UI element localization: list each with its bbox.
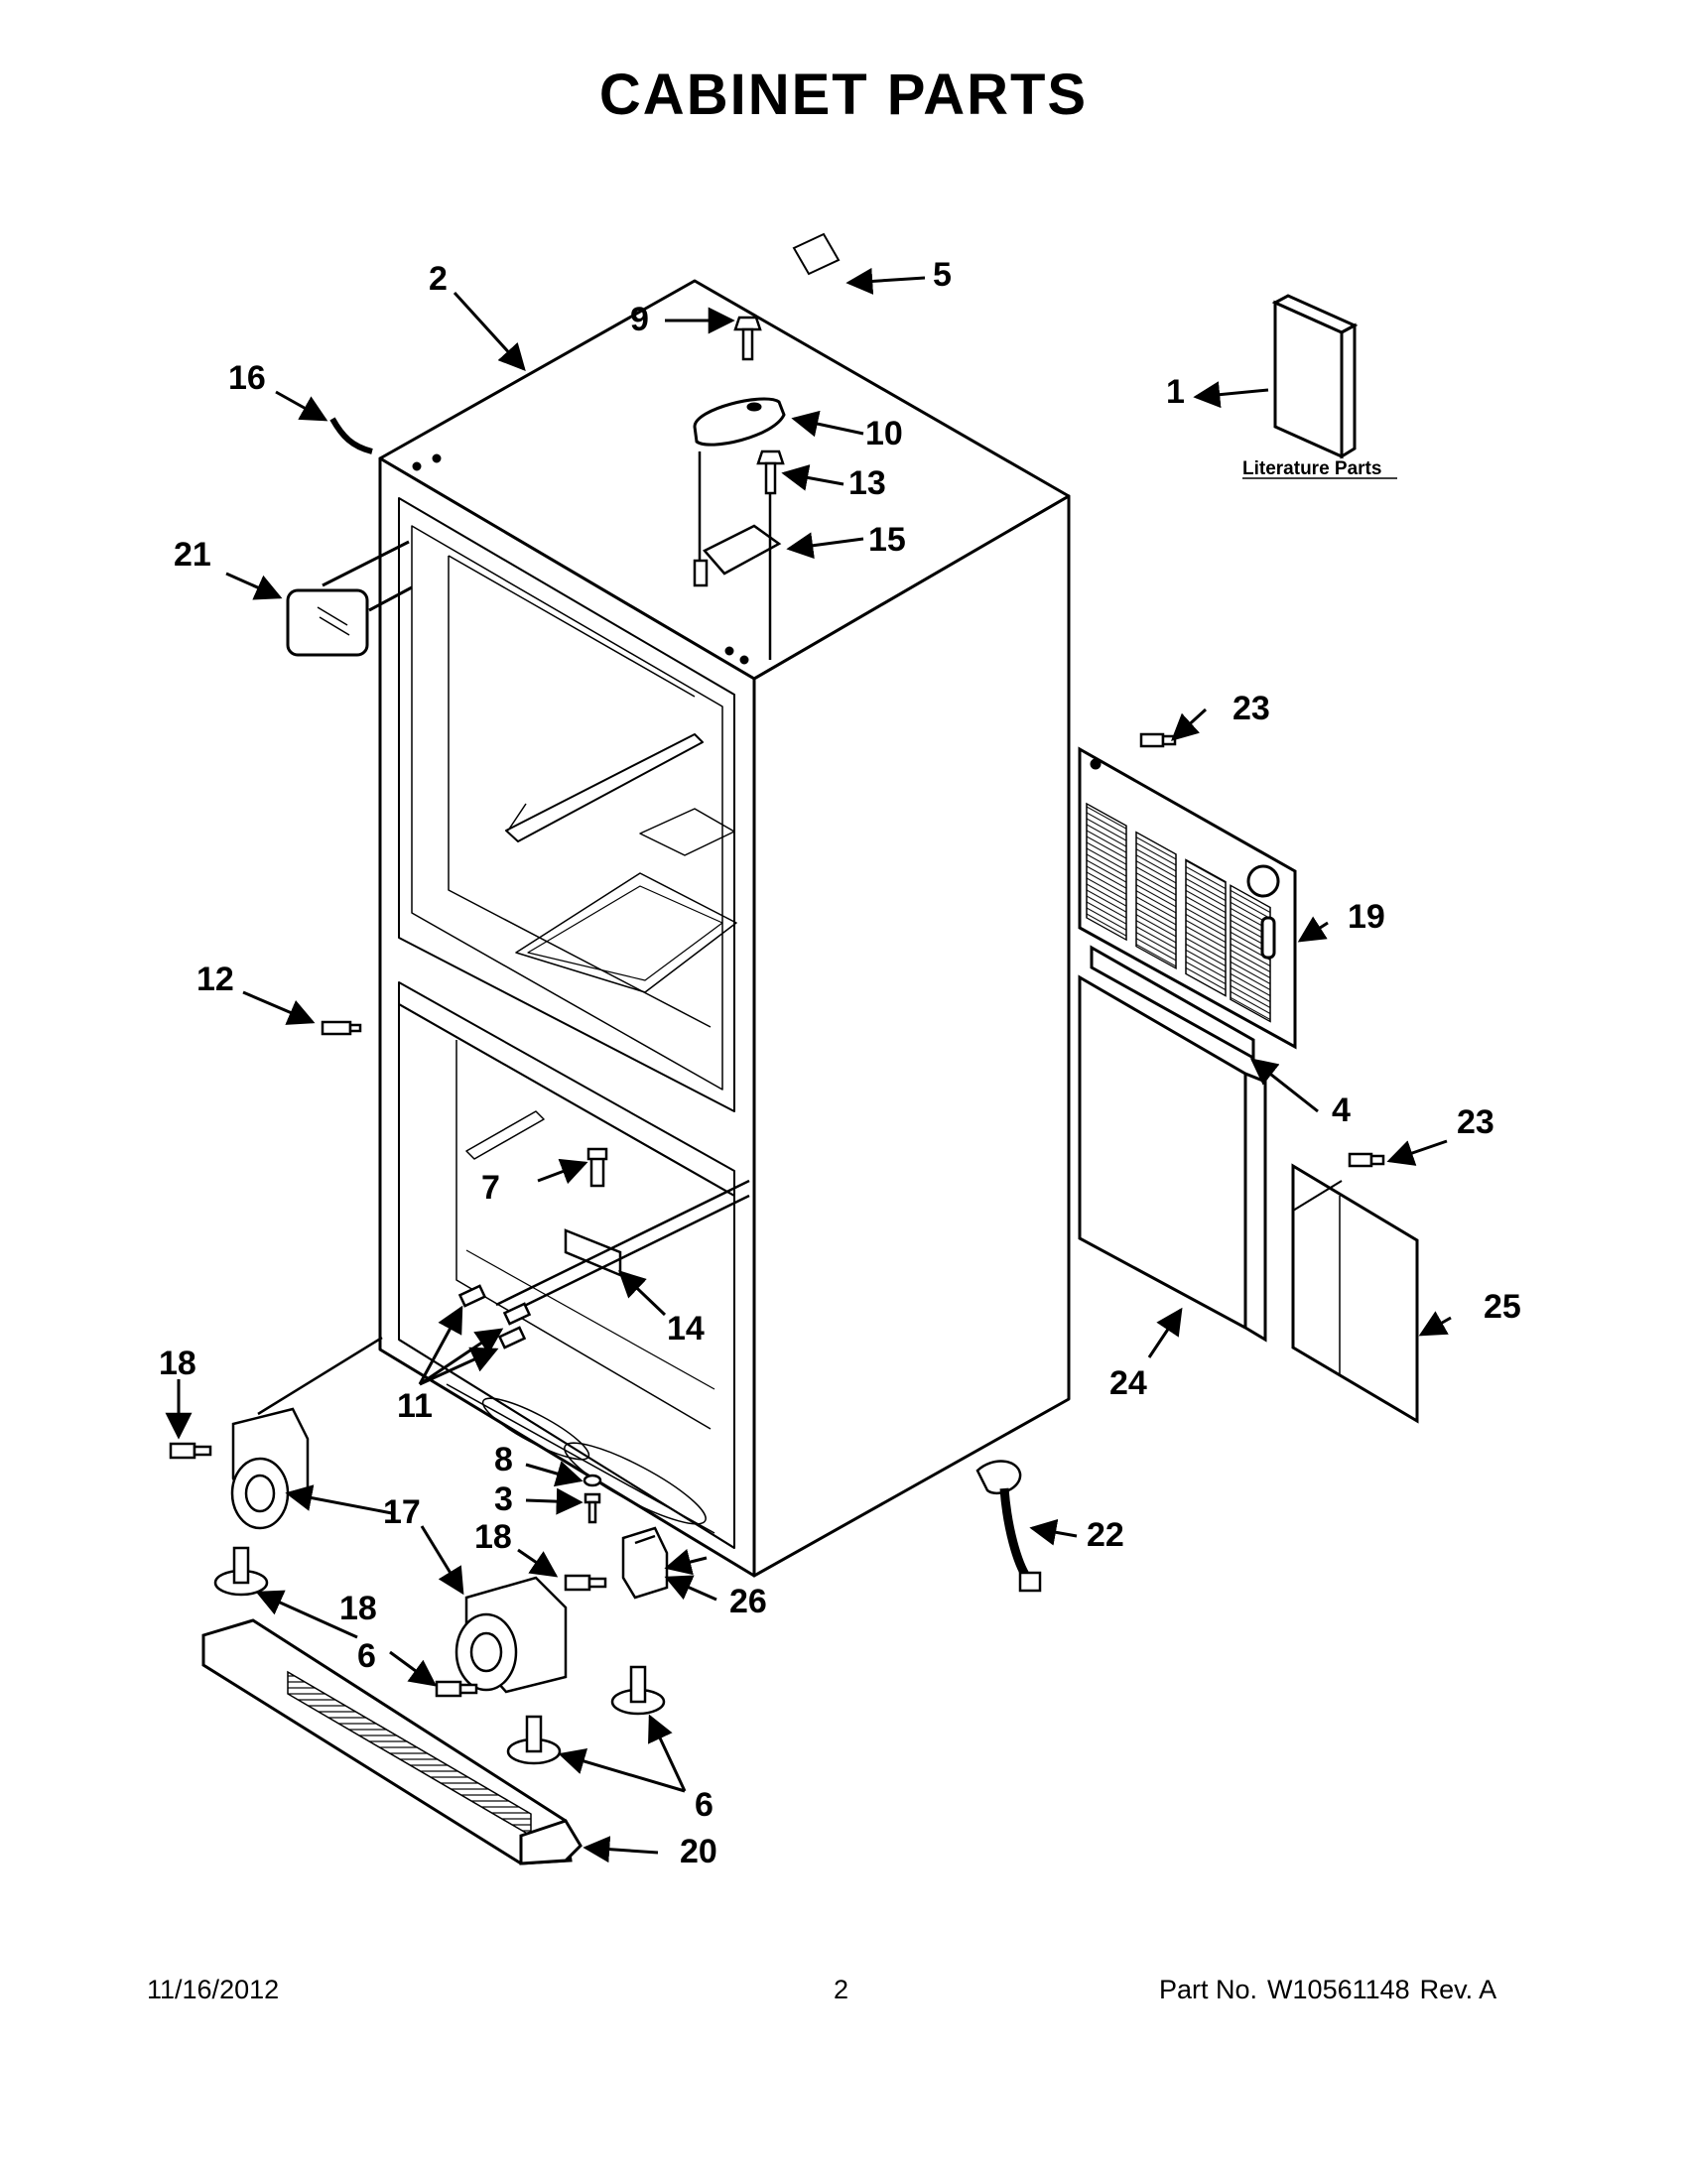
insulation-part <box>1078 974 1267 1343</box>
callout-number: 8 <box>494 1441 513 1478</box>
bolt-part <box>584 1492 601 1524</box>
bracket-part <box>495 1179 750 1317</box>
callout-number: 20 <box>680 1833 717 1870</box>
revision: Rev. A <box>1419 1975 1497 2004</box>
callout-number: 6 <box>357 1637 376 1675</box>
callout-arrows <box>165 267 1452 1863</box>
callout-number: 15 <box>868 521 906 559</box>
callout-number: 6 <box>695 1786 714 1824</box>
front-roller-part <box>230 1336 383 1530</box>
footer-part-number: Part No. W10561148 Rev. A <box>1159 1975 1506 2005</box>
callout-number: 18 <box>474 1518 512 1556</box>
callout-number: 7 <box>481 1169 500 1207</box>
screws-part <box>169 1442 607 1698</box>
callout-number: 9 <box>630 301 649 338</box>
control-box-part <box>286 585 413 657</box>
screw-part <box>756 450 785 495</box>
callout-number: 21 <box>174 536 211 574</box>
literature-parts-label: Literature Parts <box>1242 458 1381 479</box>
callout-number: 22 <box>1087 1516 1124 1554</box>
power-cord-part <box>975 1460 1042 1593</box>
part-number: W10561148 <box>1267 1975 1410 2004</box>
base-grille-part <box>201 1618 583 1865</box>
literature-book <box>1271 294 1359 459</box>
callout-number: 18 <box>159 1345 196 1382</box>
callout-number: 4 <box>1332 1092 1351 1129</box>
screw-part <box>733 316 762 361</box>
seal-strip-part <box>1090 945 1255 1061</box>
callout-number: 24 <box>1109 1364 1147 1402</box>
roller-bracket-part <box>621 1526 669 1600</box>
callout-number: 2 <box>429 260 448 298</box>
hinge-bracket-part <box>693 451 782 660</box>
callout-number: 25 <box>1484 1288 1521 1326</box>
callout-number: 18 <box>339 1590 377 1627</box>
callout-number: 23 <box>1233 690 1270 727</box>
screw-part <box>321 1020 362 1036</box>
footer-date: 11/16/2012 <box>147 1975 280 2004</box>
callout-number: 14 <box>667 1310 705 1348</box>
screws-part <box>1139 732 1385 1168</box>
callout-number: 12 <box>196 961 234 998</box>
callout-number: 13 <box>848 464 886 502</box>
sensor-part <box>586 1147 608 1188</box>
callout-number: 10 <box>865 415 903 452</box>
callout-number: 3 <box>494 1480 513 1518</box>
callout-number: 11 <box>397 1387 433 1425</box>
rear-panel-part <box>1291 1163 1419 1424</box>
callout-number: 19 <box>1348 898 1385 936</box>
callout-numbers: 1 2 3 4 5 6 6 7 8 9 10 11 12 13 14 15 16… <box>159 256 1521 1870</box>
front-roller-part <box>454 1576 568 1694</box>
callout-number: 26 <box>729 1583 767 1620</box>
rear-grille-part <box>1078 746 1297 1050</box>
leveling-legs-part <box>213 1546 666 1765</box>
part-prefix: Part No. <box>1159 1975 1258 2004</box>
clip-part <box>329 417 373 454</box>
callout-number: 1 <box>1166 373 1185 411</box>
leader-line <box>322 540 410 587</box>
cabinet-shell <box>378 279 1071 1578</box>
top-hinge-part <box>693 397 786 447</box>
callout-number: 5 <box>933 256 952 294</box>
label-part <box>792 232 841 276</box>
footer-page-number: 2 <box>834 1975 849 2004</box>
page-title: CABINET PARTS <box>598 63 1089 127</box>
callout-number: 17 <box>383 1493 421 1531</box>
callout-number: 16 <box>228 359 266 397</box>
callout-number: 23 <box>1457 1103 1494 1141</box>
washer-part <box>583 1474 602 1487</box>
